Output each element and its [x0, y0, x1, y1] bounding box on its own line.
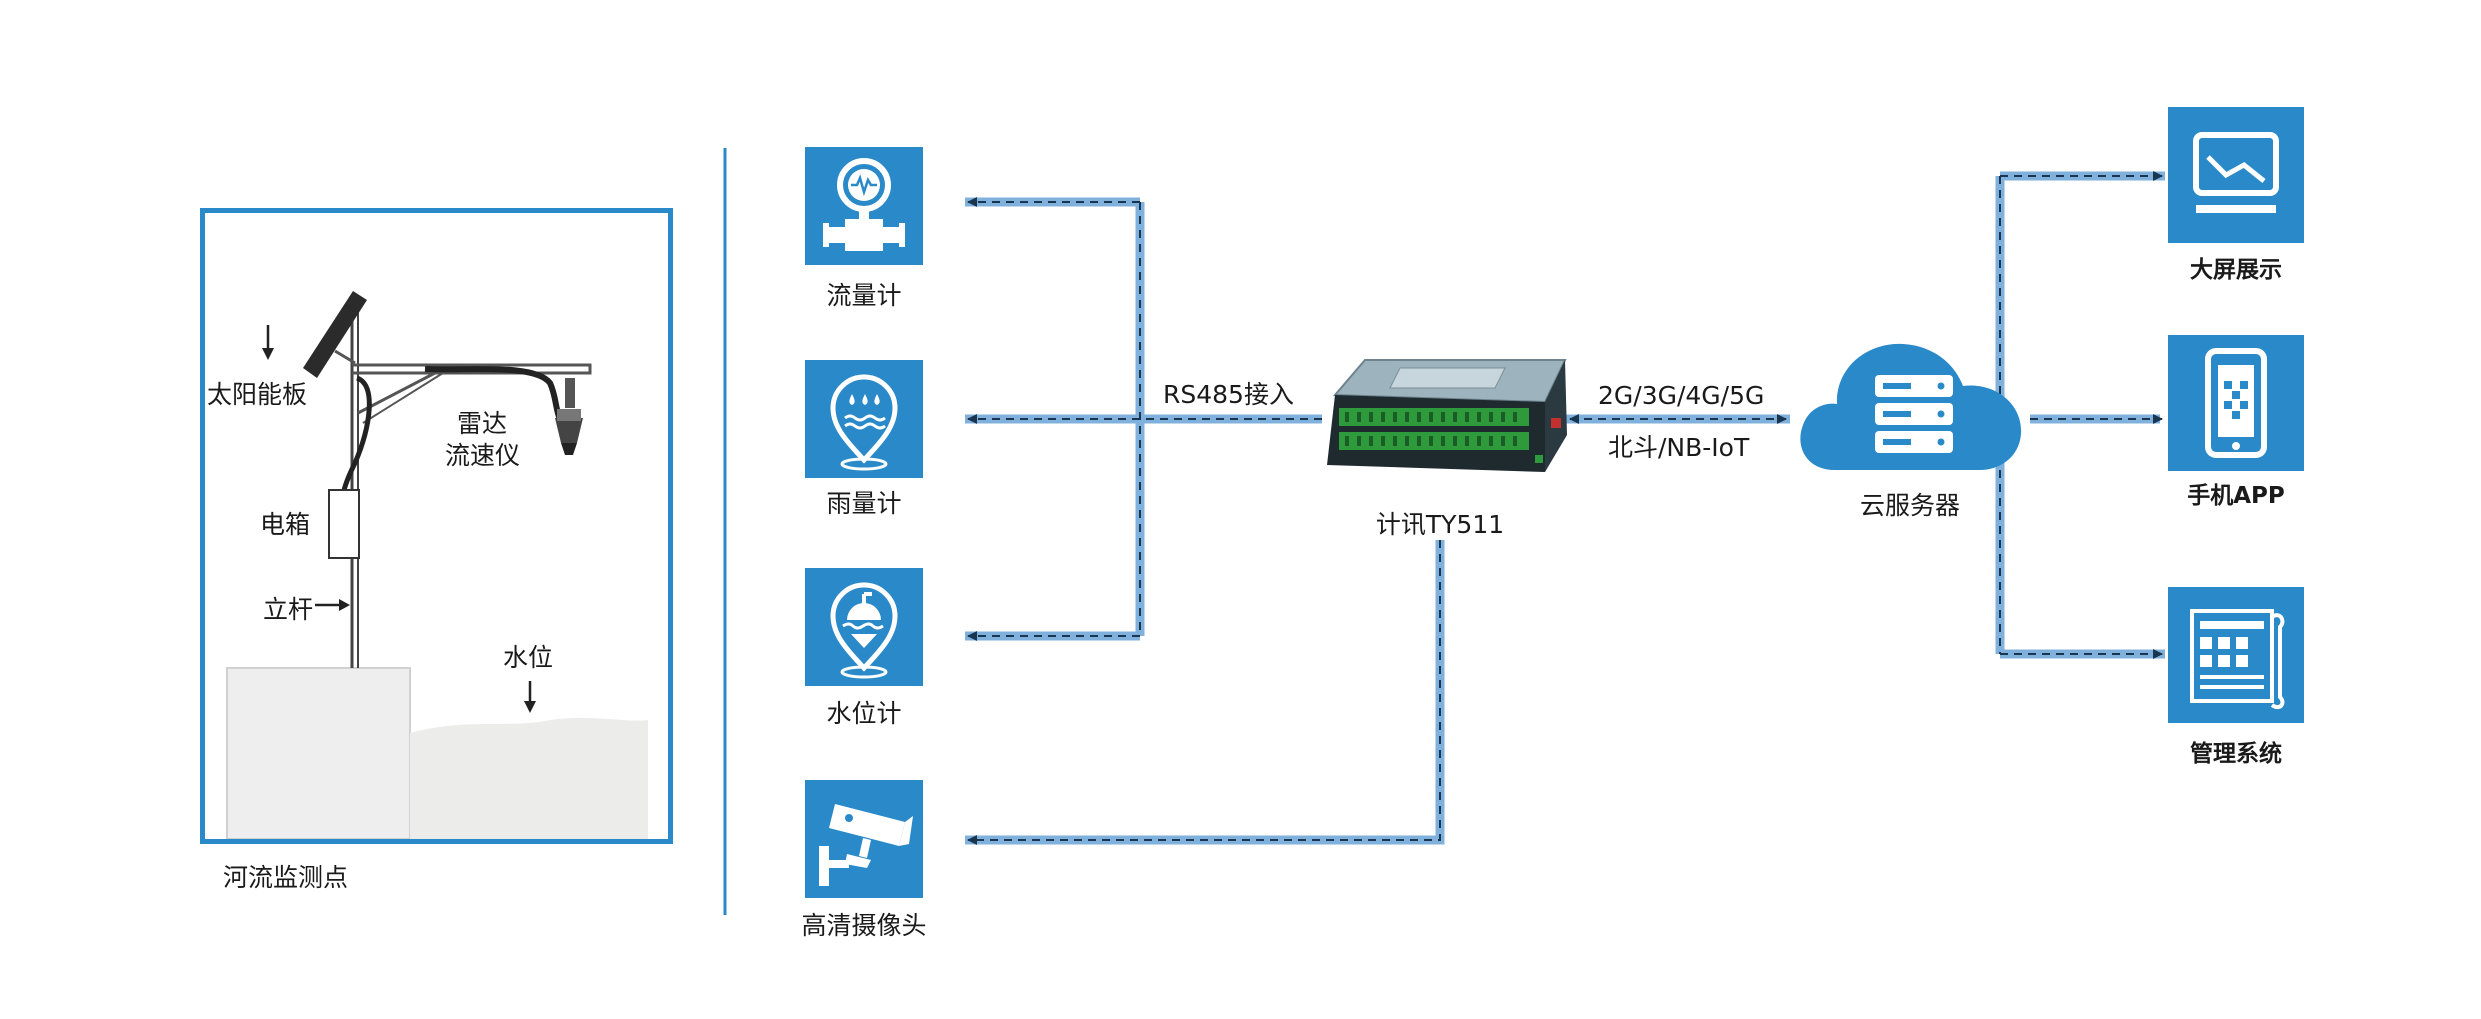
radar-label-line1: 雷达 [457, 409, 508, 438]
radar-arm-shape [352, 363, 592, 375]
rain-gauge-icon [830, 374, 898, 471]
large-screen-tile[interactable] [2168, 107, 2304, 243]
hd-camera-tile[interactable] [805, 780, 923, 898]
electric-box-label: 电箱 [260, 510, 311, 539]
hd-camera-label: 高清摄像头 [801, 911, 927, 940]
solar-panel-shape [303, 291, 367, 378]
beidou-label: 北斗/NB-IoT [1608, 433, 1750, 462]
mobile-app-label: 手机APP [2187, 483, 2285, 509]
pole-label: 立杆 [263, 595, 314, 624]
flow-meter-tile[interactable] [805, 147, 923, 265]
monitoring-site-illustration [226, 291, 648, 839]
river-water [410, 717, 648, 839]
management-system-label: 管理系统 [2190, 741, 2282, 767]
mobile-app-icon [2205, 348, 2267, 458]
cloud-server-label: 云服务器 [1859, 491, 1961, 520]
mobile-app-tile[interactable] [2168, 335, 2304, 471]
water-level-label: 水位 [503, 643, 554, 672]
site-caption: 河流监测点 [223, 863, 349, 892]
management-system-tile[interactable] [2168, 587, 2304, 723]
cloud-server-icon[interactable] [1795, 320, 2030, 480]
radar-label-line2: 流速仪 [445, 441, 521, 470]
camera-link-line [965, 540, 1445, 845]
large-screen-label: 大屏展示 [2190, 257, 2282, 283]
rs485-label: RS485接入 [1163, 380, 1294, 409]
flow-meter-icon [823, 158, 905, 251]
water-level-gauge-icon [830, 582, 898, 679]
water-level-gauge-label: 水位计 [826, 699, 902, 728]
monitoring-site-frame [200, 208, 673, 844]
hd-camera-icon [819, 804, 913, 886]
flow-meter-label: 流量计 [826, 281, 902, 310]
large-screen-icon [2193, 132, 2279, 213]
rain-gauge-tile[interactable] [805, 360, 923, 478]
electric-box-shape [328, 489, 360, 559]
cellular-label: 2G/3G/4G/5G [1598, 381, 1765, 410]
solar-panel-label: 太阳能板 [207, 380, 308, 409]
water-level-gauge-tile[interactable] [805, 568, 923, 686]
ty511-label: 计讯TY511 [1375, 510, 1505, 539]
rs485-bus-line [965, 197, 1322, 641]
river-bank [226, 667, 411, 839]
management-system-icon [2190, 609, 2285, 710]
rain-gauge-label: 雨量计 [826, 489, 902, 518]
radar-sensor-shape [555, 378, 583, 455]
ty511-rtu-device-icon[interactable] [1305, 340, 1575, 490]
